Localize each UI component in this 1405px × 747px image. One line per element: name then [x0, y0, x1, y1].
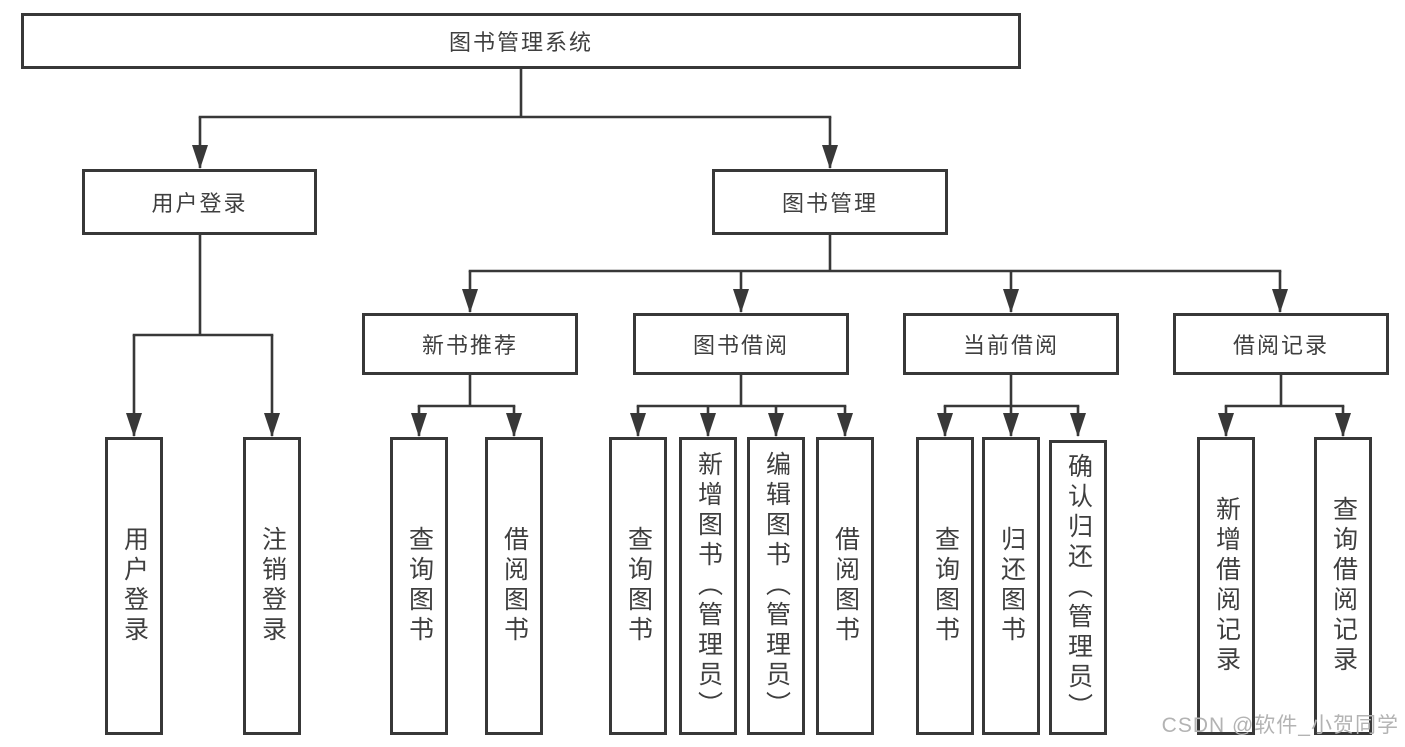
- connector-book-borrowing-children: [630, 375, 853, 437]
- node-user-login: 用户登录: [82, 169, 317, 235]
- node-borrowing-records: 借阅记录: [1173, 313, 1389, 375]
- node-leaf-add-borrow-record: 新增借阅记录: [1197, 437, 1255, 735]
- node-root: 图书管理系统: [21, 13, 1021, 69]
- connector-borrowing-records-children: [1218, 375, 1351, 437]
- node-leaf-query-books-current: 查询图书: [916, 437, 974, 735]
- node-leaf-confirm-return-admin: 确认归还（管理员）: [1049, 440, 1107, 735]
- connector-book-management-children: [462, 235, 1288, 313]
- connector-user-login-children: [126, 235, 280, 437]
- node-leaf-query-books-recommend: 查询图书: [390, 437, 448, 735]
- leaf-label: 查询借阅记录: [1329, 496, 1358, 676]
- leaf-label: 编辑图书（管理员）: [762, 451, 791, 721]
- leaf-label: 归还图书: [997, 526, 1026, 646]
- node-new-book-recommend: 新书推荐: [362, 313, 578, 375]
- node-leaf-borrow-books-recommend: 借阅图书: [485, 437, 543, 735]
- leaf-label: 新增图书（管理员）: [694, 451, 723, 721]
- node-leaf-user-login: 用户登录: [105, 437, 163, 735]
- node-leaf-return-books: 归还图书: [982, 437, 1040, 735]
- csdn-watermark: CSDN @软件_小贺同学: [1161, 714, 1399, 737]
- node-leaf-query-books-borrow: 查询图书: [609, 437, 667, 735]
- node-leaf-edit-books-admin: 编辑图书（管理员）: [747, 437, 805, 735]
- connector-root-to-level2: [192, 69, 838, 169]
- connector-current-borrowing-children: [937, 375, 1086, 437]
- node-book-borrowing: 图书借阅: [633, 313, 849, 375]
- connector-new-book-recommend-children: [411, 375, 522, 437]
- leaf-label: 确认归还（管理员）: [1064, 452, 1093, 723]
- node-book-management: 图书管理: [712, 169, 948, 235]
- leaf-label: 借阅图书: [500, 526, 529, 646]
- node-leaf-borrow-books: 借阅图书: [816, 437, 874, 735]
- leaf-label: 查询图书: [624, 526, 653, 646]
- leaf-label: 借阅图书: [831, 526, 860, 646]
- leaf-label: 查询图书: [405, 526, 434, 646]
- leaf-label: 注销登录: [258, 526, 287, 646]
- leaf-label: 用户登录: [120, 526, 149, 646]
- node-leaf-add-books-admin: 新增图书（管理员）: [679, 437, 737, 735]
- node-leaf-query-borrow-record: 查询借阅记录: [1314, 437, 1372, 735]
- node-leaf-logout: 注销登录: [243, 437, 301, 735]
- leaf-label: 新增借阅记录: [1212, 496, 1241, 676]
- node-current-borrowing: 当前借阅: [903, 313, 1119, 375]
- leaf-label: 查询图书: [931, 526, 960, 646]
